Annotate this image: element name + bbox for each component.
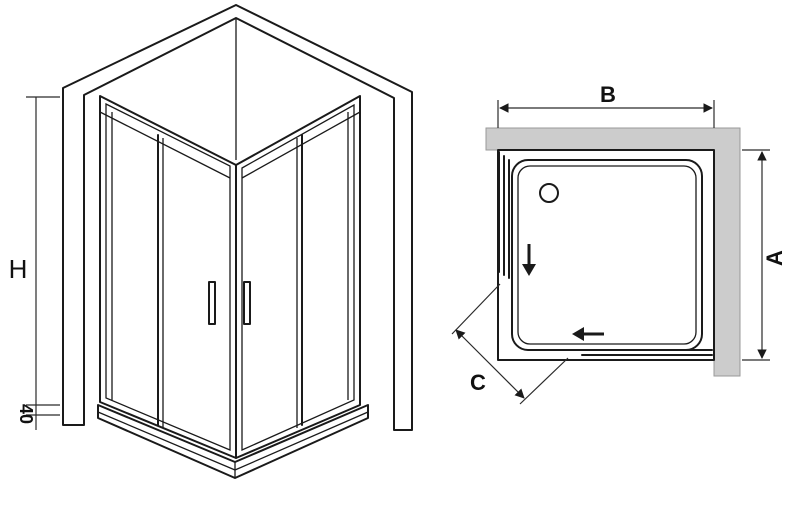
height-dimension: H 40 [9,96,60,430]
door-handles [208,281,251,325]
bottom-sliding-panels [577,349,713,361]
shower-tray [97,404,369,479]
drain-icon [539,183,559,203]
left-door-panels [99,95,237,459]
tray-height-label: 40 [16,404,36,424]
depth-dimension: A [742,149,787,361]
basin-inner [517,165,697,345]
left-handle [208,281,216,325]
left-sliding-panels [498,151,510,279]
right-door-panels [235,95,361,459]
slide-direction-arrows [522,244,604,341]
depth-a-label: A [762,250,787,266]
width-dimension: B [497,82,715,128]
enclosure-perspective-view: H 40 [9,4,413,479]
height-label: H [9,254,28,284]
entry-dimension: C [451,283,569,405]
enclosure-top-view: C B A [451,82,787,405]
corner-walls [62,4,413,431]
width-b-label: B [600,82,616,107]
entry-c-label: C [470,370,486,395]
right-handle [243,281,251,325]
